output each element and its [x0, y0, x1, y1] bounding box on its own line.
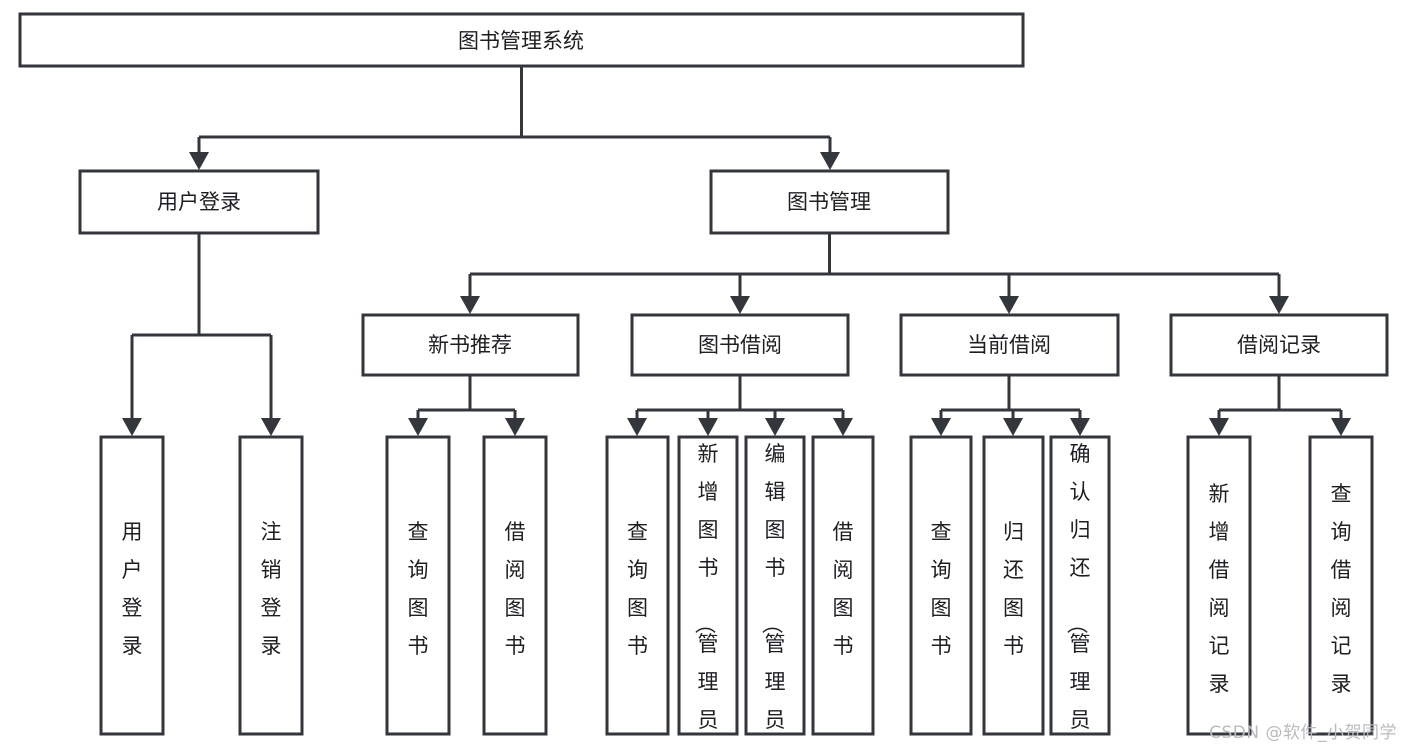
arrow-head-icon [460, 296, 480, 314]
leaf-user-login[interactable]: 用户登录 [99, 435, 165, 736]
leaf-borrow-book-2-label: 借阅图书 [833, 520, 854, 658]
leaf-edit-book-admin[interactable]: 编辑图书（管理员） [744, 435, 806, 747]
leaf-return-book-label: 归还图书 [1003, 520, 1024, 658]
arrow-head-icon [505, 418, 525, 436]
leaf-user-login-label: 用户登录 [122, 520, 143, 658]
leaf-borrow-book-1[interactable]: 借阅图书 [482, 435, 548, 736]
leaf-logout-label: 注销登录 [261, 520, 282, 658]
leaf-add-borrow-rec-label: 新增借阅记录 [1209, 482, 1230, 696]
node-book-borrow-label: 图书借阅 [698, 333, 782, 357]
connector-borrowrecord-to-leaves [1217, 375, 1343, 420]
leaf-query-book-2-box[interactable] [605, 435, 670, 736]
arrowhead-layer [122, 152, 1351, 436]
leaf-query-book-2-label: 查询图书 [627, 520, 648, 658]
leaf-borrow-book-1-box[interactable] [482, 435, 548, 736]
leaf-node-layer: 用户登录 注销登录 查询图书 借阅图书 查询图书 新增图书（管理员） 编辑图书（管理员） 借阅… [99, 435, 1374, 747]
node-book-borrow[interactable]: 图书借阅 [630, 313, 850, 377]
leaf-borrow-book-2[interactable]: 借阅图书 [811, 435, 875, 736]
node-current-borrow-box[interactable] [899, 313, 1120, 377]
leaf-borrow-book-1-label: 借阅图书 [505, 520, 526, 658]
leaf-add-borrow-rec-box[interactable] [1186, 435, 1252, 736]
connector-root-to-level2 [197, 66, 832, 154]
leaf-return-book[interactable]: 归还图书 [982, 435, 1045, 736]
arrow-head-icon [765, 418, 785, 436]
node-user-login-box[interactable] [78, 169, 320, 235]
node-new-book-recommend[interactable]: 新书推荐 [361, 313, 580, 377]
arrow-head-icon [931, 418, 951, 436]
arrow-head-icon [1209, 418, 1229, 436]
arrow-head-icon [408, 418, 428, 436]
leaf-add-book-admin-box[interactable] [677, 435, 739, 736]
leaf-edit-book-admin-label: 编辑图书（管理员） [760, 442, 786, 747]
node-book-management-label: 图书管理 [787, 190, 871, 214]
arrow-head-icon [1269, 296, 1289, 314]
leaf-query-borrow-rec-box[interactable] [1308, 435, 1374, 736]
arrow-head-icon [627, 418, 647, 436]
node-root[interactable]: 图书管理系统 [18, 12, 1025, 68]
arrow-head-icon [122, 418, 142, 436]
leaf-borrow-book-2-box[interactable] [811, 435, 875, 736]
leaf-logout-box[interactable] [238, 435, 304, 736]
node-root-label: 图书管理系统 [458, 29, 584, 53]
leaf-logout[interactable]: 注销登录 [238, 435, 304, 736]
node-borrow-record-label: 借阅记录 [1237, 333, 1321, 357]
connector-userlogin-to-leaves [130, 233, 273, 420]
leaf-query-borrow-rec[interactable]: 查询借阅记录 [1308, 435, 1374, 736]
node-book-management[interactable]: 图书管理 [709, 169, 950, 235]
arrow-head-icon [1331, 418, 1351, 436]
arrow-head-icon [1070, 418, 1090, 436]
arrow-head-icon [999, 296, 1019, 314]
leaf-query-book-1-box[interactable] [385, 435, 451, 736]
arrow-head-icon [820, 152, 840, 170]
leaf-query-book-3[interactable]: 查询图书 [909, 435, 973, 736]
leaf-confirm-return-label: 确认归还（管理员） [1065, 442, 1091, 747]
connector-bookborrow-to-leaves [635, 375, 845, 420]
arrow-head-icon [189, 152, 209, 170]
leaf-edit-book-admin-box[interactable] [744, 435, 806, 736]
leaf-add-book-admin[interactable]: 新增图书（管理员） [677, 435, 739, 747]
arrow-head-icon [1003, 418, 1023, 436]
arrow-head-icon [833, 418, 853, 436]
node-user-login[interactable]: 用户登录 [78, 169, 320, 235]
node-current-borrow-label: 当前借阅 [967, 333, 1051, 357]
arrow-head-icon [261, 418, 281, 436]
node-borrow-record[interactable]: 借阅记录 [1169, 313, 1389, 377]
node-current-borrow[interactable]: 当前借阅 [899, 313, 1120, 377]
leaf-add-borrow-rec[interactable]: 新增借阅记录 [1186, 435, 1252, 736]
connector-layer [130, 66, 1343, 420]
node-new-book-recommend-box[interactable] [361, 313, 580, 377]
csdn-watermark: CSDN @软件_小贺同学 [1209, 723, 1397, 743]
leaf-query-book-3-box[interactable] [909, 435, 973, 736]
leaf-add-book-admin-label: 新增图书（管理员） [693, 442, 719, 747]
node-borrow-record-box[interactable] [1169, 313, 1389, 377]
node-new-book-recommend-label: 新书推荐 [428, 333, 512, 357]
connector-bookmgmt-to-level3 [468, 233, 1281, 298]
connector-newbook-to-leaves [416, 375, 517, 420]
arrow-head-icon [730, 296, 750, 314]
node-book-management-box[interactable] [709, 169, 950, 235]
leaf-return-book-box[interactable] [982, 435, 1045, 736]
leaf-confirm-return[interactable]: 确认归还（管理员） [1049, 435, 1111, 747]
leaf-query-book-3-label: 查询图书 [931, 520, 952, 658]
leaf-user-login-box[interactable] [99, 435, 165, 736]
leaf-query-book-1[interactable]: 查询图书 [385, 435, 451, 736]
leaf-confirm-return-box[interactable] [1049, 435, 1111, 736]
connector-currentborrow-to-leaves [939, 375, 1082, 420]
arrow-head-icon [698, 418, 718, 436]
node-book-borrow-box[interactable] [630, 313, 850, 377]
node-user-login-label: 用户登录 [157, 190, 241, 214]
leaf-query-book-2[interactable]: 查询图书 [605, 435, 670, 736]
node-root-box[interactable] [18, 12, 1025, 68]
leaf-query-book-1-label: 查询图书 [408, 520, 429, 658]
leaf-query-borrow-rec-label: 查询借阅记录 [1331, 482, 1352, 696]
